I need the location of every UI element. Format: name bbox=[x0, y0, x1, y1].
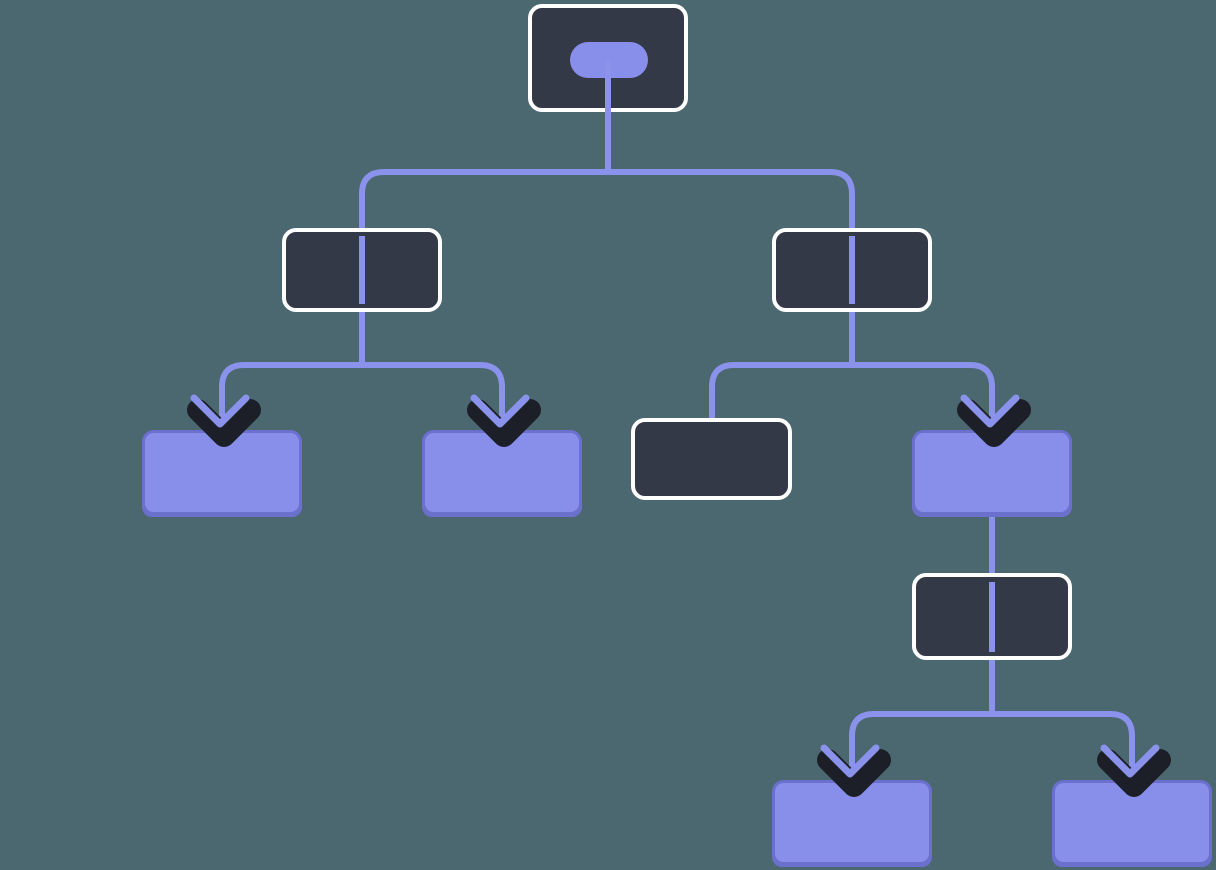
arrowhead-accent-icon bbox=[820, 744, 880, 778]
empty-node-c[interactable] bbox=[631, 418, 792, 500]
arrowhead-accent-icon bbox=[470, 394, 530, 428]
edge-root-to-branch-right[interactable] bbox=[605, 112, 855, 228]
edge-branch-left-to-leaf-a[interactable] bbox=[219, 312, 365, 434]
node-body-dark[interactable] bbox=[631, 418, 792, 500]
leaf-node-f[interactable] bbox=[772, 780, 932, 868]
arrowhead-shadow-icon bbox=[957, 399, 1031, 447]
branch-node-e[interactable] bbox=[912, 573, 1072, 660]
arrowhead-l4-f bbox=[817, 744, 891, 797]
edge-branch-right-to-empty-c[interactable] bbox=[709, 312, 855, 418]
arrowhead-l4-g bbox=[1097, 744, 1171, 797]
branch-node-d[interactable] bbox=[912, 430, 1072, 518]
arrowhead-shadow-icon bbox=[467, 399, 541, 447]
arrowhead-l2-d bbox=[957, 394, 1031, 447]
edge-root-to-branch-left[interactable] bbox=[359, 112, 611, 228]
branch-node-right[interactable] bbox=[772, 228, 932, 312]
arrowhead-l2-b bbox=[467, 394, 541, 447]
arrowhead-l2-a bbox=[187, 394, 261, 447]
edge-branch-left-to-leaf-b[interactable] bbox=[359, 312, 505, 434]
branch-node-left[interactable] bbox=[282, 228, 442, 312]
arrowhead-shadow-icon bbox=[1097, 749, 1171, 797]
leaf-node-g[interactable] bbox=[1052, 780, 1212, 868]
edge-branch-e-to-leaf-f[interactable] bbox=[849, 660, 995, 784]
arrowheads-layer bbox=[187, 394, 1171, 797]
root-node[interactable] bbox=[528, 4, 688, 118]
edges-layer bbox=[219, 112, 1135, 784]
arrowhead-accent-icon bbox=[190, 394, 250, 428]
edge-branch-right-to-branch-d[interactable] bbox=[849, 312, 995, 434]
edge-branch-e-to-leaf-g[interactable] bbox=[989, 660, 1135, 784]
leaf-node-b[interactable] bbox=[422, 430, 582, 518]
arrowhead-accent-icon bbox=[1100, 744, 1160, 778]
arrowhead-shadow-icon bbox=[817, 749, 891, 797]
arrowhead-shadow-icon bbox=[187, 399, 261, 447]
leaf-node-a[interactable] bbox=[142, 430, 302, 518]
nodes-layer bbox=[142, 4, 1212, 868]
arrowhead-accent-icon bbox=[960, 394, 1020, 428]
